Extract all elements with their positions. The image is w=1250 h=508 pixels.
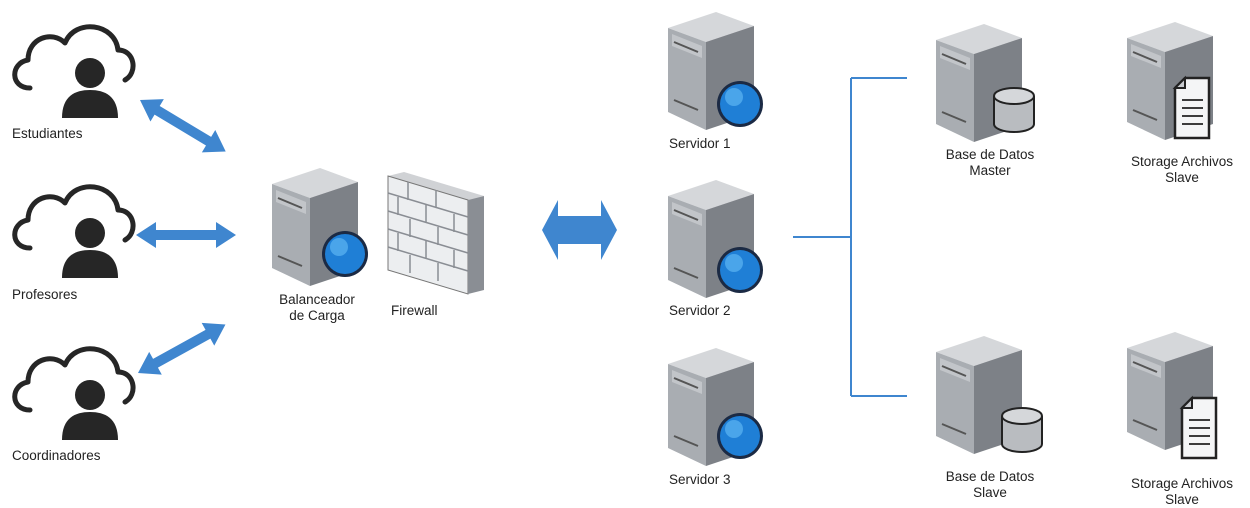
database-slave-icon [935, 335, 1043, 455]
balancer-label: Balanceador de Carga [279, 292, 355, 323]
server-2-label: Servidor 2 [669, 303, 731, 318]
server-2-icon [667, 179, 763, 299]
database-master-label: Base de Datos Master [945, 147, 1035, 178]
user-label-estudiantes: Estudiantes [12, 126, 83, 141]
storage-top-label: Storage Archivos Slave [1130, 154, 1234, 185]
arrow-estudiantes-balancer [133, 88, 233, 163]
server-1-label: Servidor 1 [669, 136, 731, 151]
arrow-coordinadores-balancer [131, 313, 232, 385]
database-master-icon [935, 23, 1035, 143]
firewall-label: Firewall [391, 303, 438, 318]
arrow-profesores-balancer [136, 222, 236, 248]
connector-servers-databases [793, 77, 907, 397]
user-cloud-icon-estudiantes [15, 27, 133, 118]
server-1-icon [667, 11, 763, 131]
database-slave-label: Base de Datos Slave [945, 469, 1035, 500]
user-label-profesores: Profesores [12, 287, 78, 302]
storage-bottom-icon [1126, 331, 1218, 460]
user-cloud-icon-profesores [15, 187, 133, 278]
arrow-firewall-servers [542, 200, 617, 260]
server-3-label: Servidor 3 [669, 472, 731, 487]
balancer-server-icon [271, 167, 368, 287]
user-cloud-icon-coordinadores [15, 349, 133, 440]
storage-top-icon [1126, 21, 1214, 141]
firewall-icon [387, 172, 484, 295]
user-label-coordinadores: Coordinadores [12, 448, 101, 463]
storage-bottom-label: Storage Archivos Slave [1130, 476, 1234, 507]
server-3-icon [667, 347, 763, 467]
